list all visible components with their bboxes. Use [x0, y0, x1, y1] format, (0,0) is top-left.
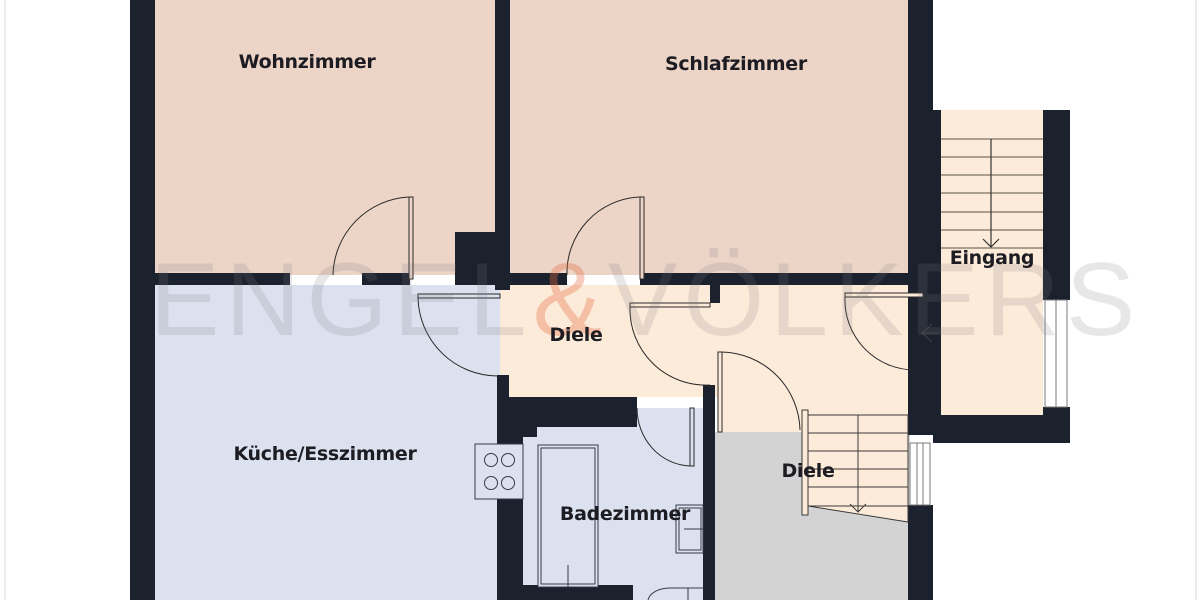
left-frame-border	[4, 0, 6, 600]
diele-stairs	[801, 409, 909, 523]
entrance-arrow-icon	[921, 323, 940, 343]
doors	[332, 196, 924, 467]
room-kueche	[155, 285, 500, 600]
toilet-icon	[647, 587, 703, 600]
label-wohnzimmer: Wohnzimmer	[238, 51, 376, 73]
label-kueche: Küche/Esszimmer	[233, 443, 417, 465]
room-wohnzimmer	[155, 0, 495, 275]
label-eingang: Eingang	[949, 247, 1035, 269]
room-schlafzimmer	[510, 0, 910, 275]
label-badezimmer: Badezimmer	[559, 503, 691, 525]
walls	[130, 0, 1070, 600]
label-schlafzimmer: Schlafzimmer	[665, 53, 807, 75]
label-diele-upper: Diele	[549, 324, 603, 346]
eingang-stairs	[941, 138, 1043, 249]
stove-icon	[474, 443, 524, 500]
right-frame-border	[1195, 0, 1197, 600]
room-diele-upper-ext	[720, 285, 910, 435]
label-diele-lower: Diele	[781, 460, 835, 482]
windows	[909, 299, 1068, 506]
bathtub-icon	[537, 444, 599, 588]
sink-icon	[675, 504, 704, 554]
